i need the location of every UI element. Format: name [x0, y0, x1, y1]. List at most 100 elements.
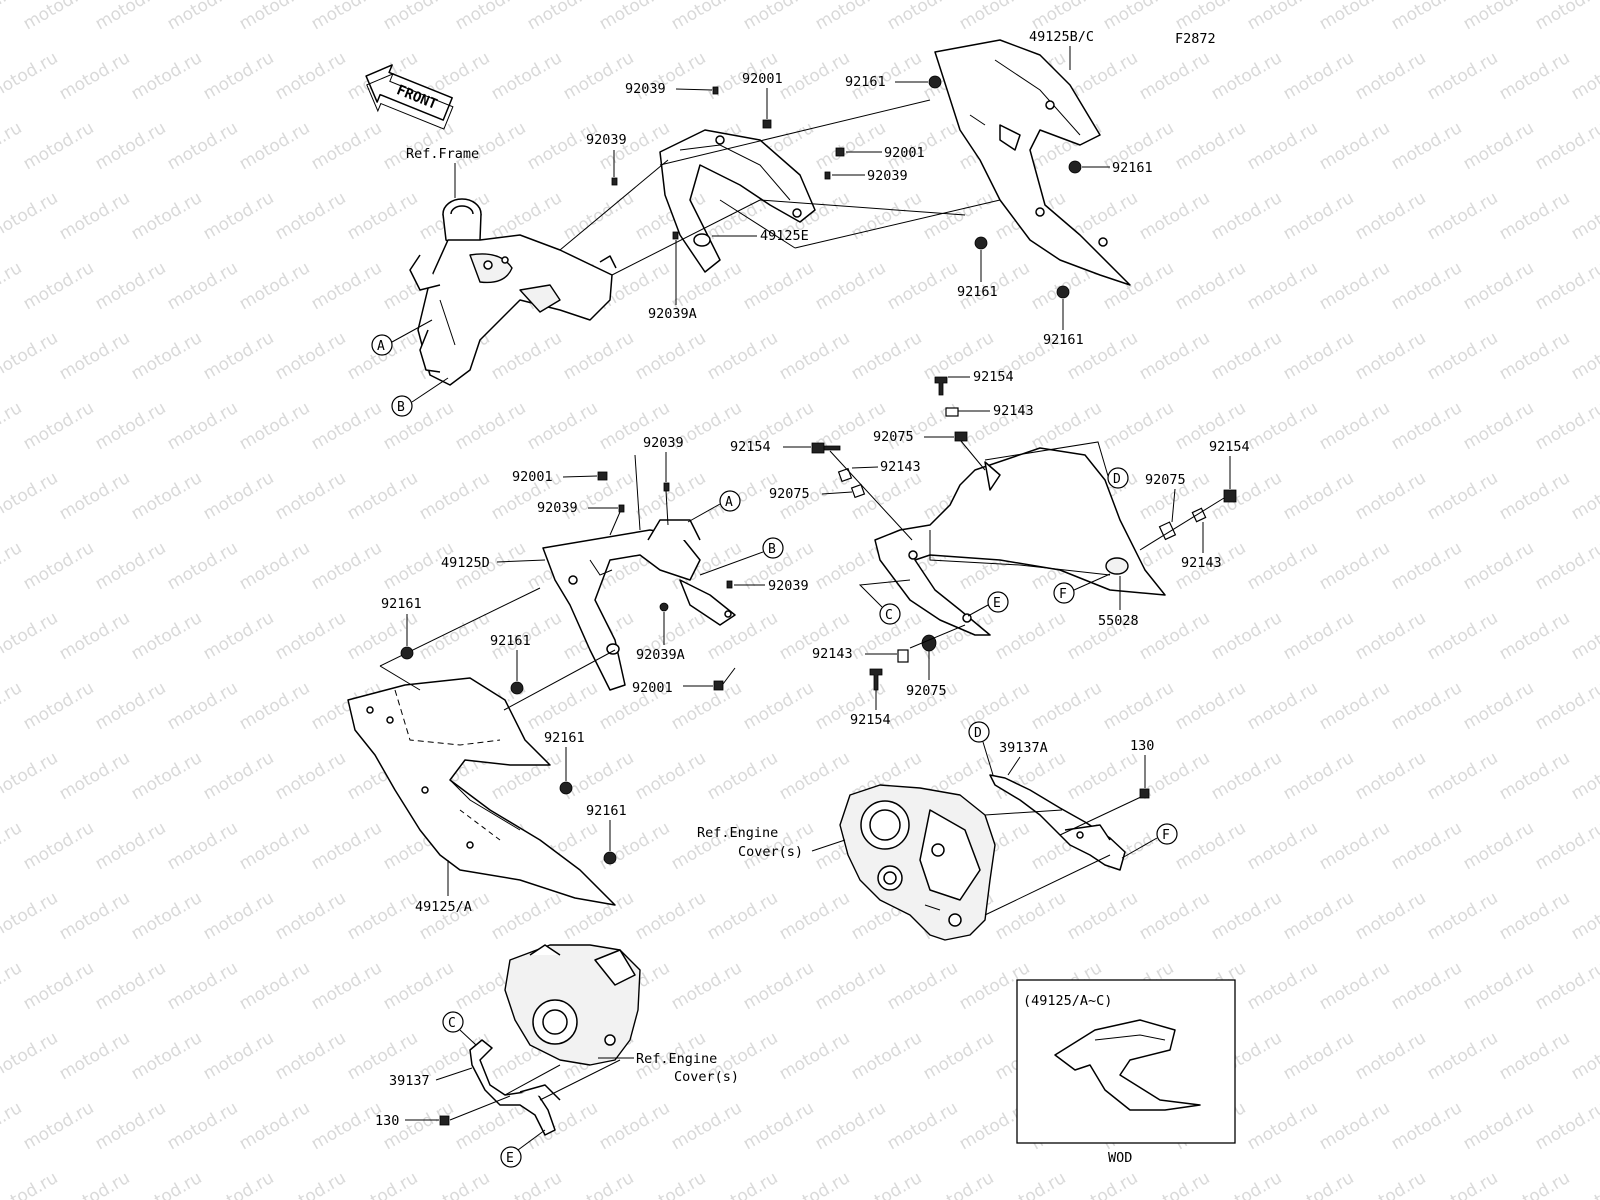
watermark-text: motod.ru [272, 188, 350, 244]
bolt-130-b: 130 [375, 1113, 450, 1129]
nut-92161-e: 92161 [381, 596, 422, 660]
watermark-text: motod.ru [92, 678, 170, 734]
watermark-text: motod.ru [812, 258, 890, 314]
callout-e-bracket: E [500, 1129, 546, 1168]
watermark-text: motod.ru [1460, 0, 1538, 34]
engine-cover-left [504, 944, 641, 1066]
watermark-text: motod.ru [1136, 608, 1214, 664]
svg-text:92143: 92143 [880, 459, 921, 475]
watermark-text: motod.ru [0, 1098, 25, 1154]
callout-f-pan: F [1053, 573, 1111, 604]
svg-text:Cover(s): Cover(s) [674, 1069, 739, 1085]
watermark-text: motod.ru [416, 888, 494, 944]
watermark-text: motod.ru [164, 818, 242, 874]
callout-b-top: B [391, 377, 449, 417]
watermark-text: motod.ru [1028, 678, 1106, 734]
watermark-text: motod.ru [1244, 1098, 1322, 1154]
watermark-text: motod.ru [128, 468, 206, 524]
watermark-text: motod.ru [128, 48, 206, 104]
collar-92075-b: 92075 [769, 483, 866, 502]
svg-text:B: B [397, 400, 405, 415]
bolt-92154-d: 92154 [850, 668, 891, 728]
fastener-92001-a: 92001 [742, 71, 783, 129]
under-cowl [874, 447, 1166, 636]
watermark-text: motod.ru [1172, 118, 1250, 174]
svg-text:F: F [1059, 587, 1067, 602]
bolt-92154-c: 92154 [1209, 439, 1250, 503]
watermark-text: motod.ru [1424, 748, 1502, 804]
watermark-text: motod.ru [416, 1168, 494, 1200]
watermark-text: motod.ru [812, 958, 890, 1014]
svg-text:92001: 92001 [632, 680, 673, 696]
watermark-text: motod.ru [1064, 748, 1142, 804]
watermark-text: motod.ru [1352, 188, 1430, 244]
watermark-text: motod.ru [0, 398, 25, 454]
watermark-text: motod.ru [164, 118, 242, 174]
watermark-text: motod.ru [128, 608, 206, 664]
svg-text:49125D: 49125D [441, 555, 490, 571]
watermark-text: motod.ru [308, 538, 386, 594]
svg-text:B: B [768, 542, 776, 557]
watermark-text: motod.ru [596, 1098, 674, 1154]
watermark-text: motod.ru [848, 188, 926, 244]
fastener-92039-e: 92039 [537, 500, 625, 516]
inset-box: (49125/A~C) WOD [1016, 979, 1236, 1166]
watermark-text: motod.ru [524, 0, 602, 34]
watermark-text: motod.ru [1352, 468, 1430, 524]
watermark-text: motod.ru [308, 118, 386, 174]
engine-cover-right [839, 784, 996, 941]
watermark-text: motod.ru [668, 958, 746, 1014]
watermark-text: motod.ru [56, 48, 134, 104]
fastener-92039-a: 92039 [625, 81, 719, 97]
watermark-text: motod.ru [164, 0, 242, 34]
watermark-text: motod.ru [1208, 608, 1286, 664]
svg-text:D: D [974, 726, 982, 741]
watermark-text: motod.ru [20, 398, 98, 454]
svg-text:92001: 92001 [884, 145, 925, 161]
callout-b-mid: B [699, 537, 784, 576]
watermark-text: motod.ru [200, 468, 278, 524]
watermark-text: motod.ru [272, 328, 350, 384]
watermark-text: motod.ru [920, 1028, 998, 1084]
watermark-text: motod.ru [1496, 188, 1574, 244]
watermark-text: motod.ru [236, 258, 314, 314]
watermark-text: motod.ru [56, 1168, 134, 1200]
watermark-text: motod.ru [1424, 608, 1502, 664]
svg-text:92161: 92161 [586, 803, 627, 819]
svg-text:49125E: 49125E [760, 228, 809, 244]
svg-text:Ref.Engine: Ref.Engine [636, 1051, 717, 1067]
svg-text:92161: 92161 [490, 633, 531, 649]
watermark-text: motod.ru [1352, 888, 1430, 944]
watermark-text: motod.ru [1208, 48, 1286, 104]
watermark-text: motod.ru [1532, 678, 1600, 734]
watermark-text: motod.ru [1424, 468, 1502, 524]
watermark-text: motod.ru [1280, 748, 1358, 804]
watermark-text: motod.ru [1388, 398, 1466, 454]
watermark-text: motod.ru [1280, 328, 1358, 384]
watermark-text: motod.ru [0, 468, 61, 524]
watermark-text: motod.ru [1208, 748, 1286, 804]
svg-text:39137: 39137 [389, 1073, 430, 1089]
watermark-text: motod.ru [1136, 1168, 1214, 1200]
watermark-text: motod.ru [0, 48, 61, 104]
svg-text:92075: 92075 [873, 429, 914, 445]
watermark-text: motod.ru [1568, 1168, 1600, 1200]
watermark-text: motod.ru [92, 118, 170, 174]
watermark-text: motod.ru [200, 48, 278, 104]
watermark-text: motod.ru [20, 538, 98, 594]
grommet-92143-d: 92143 [812, 646, 909, 663]
svg-text:55028: 55028 [1098, 613, 1139, 629]
label-49125d: 49125D [441, 555, 546, 571]
svg-text:92039: 92039 [643, 435, 684, 451]
watermark-text: motod.ru [1244, 538, 1322, 594]
watermark-text: motod.ru [1280, 188, 1358, 244]
watermark-text: motod.ru [848, 1168, 926, 1200]
inset-title: (49125/A~C) [1023, 993, 1112, 1009]
watermark-text: motod.ru [1460, 1098, 1538, 1154]
collar-92075-a: 92075 [873, 429, 968, 445]
watermark-text: motod.ru [1136, 188, 1214, 244]
watermark-text: motod.ru [632, 328, 710, 384]
svg-text:Cover(s): Cover(s) [738, 844, 803, 860]
watermark-text: motod.ru [776, 748, 854, 804]
